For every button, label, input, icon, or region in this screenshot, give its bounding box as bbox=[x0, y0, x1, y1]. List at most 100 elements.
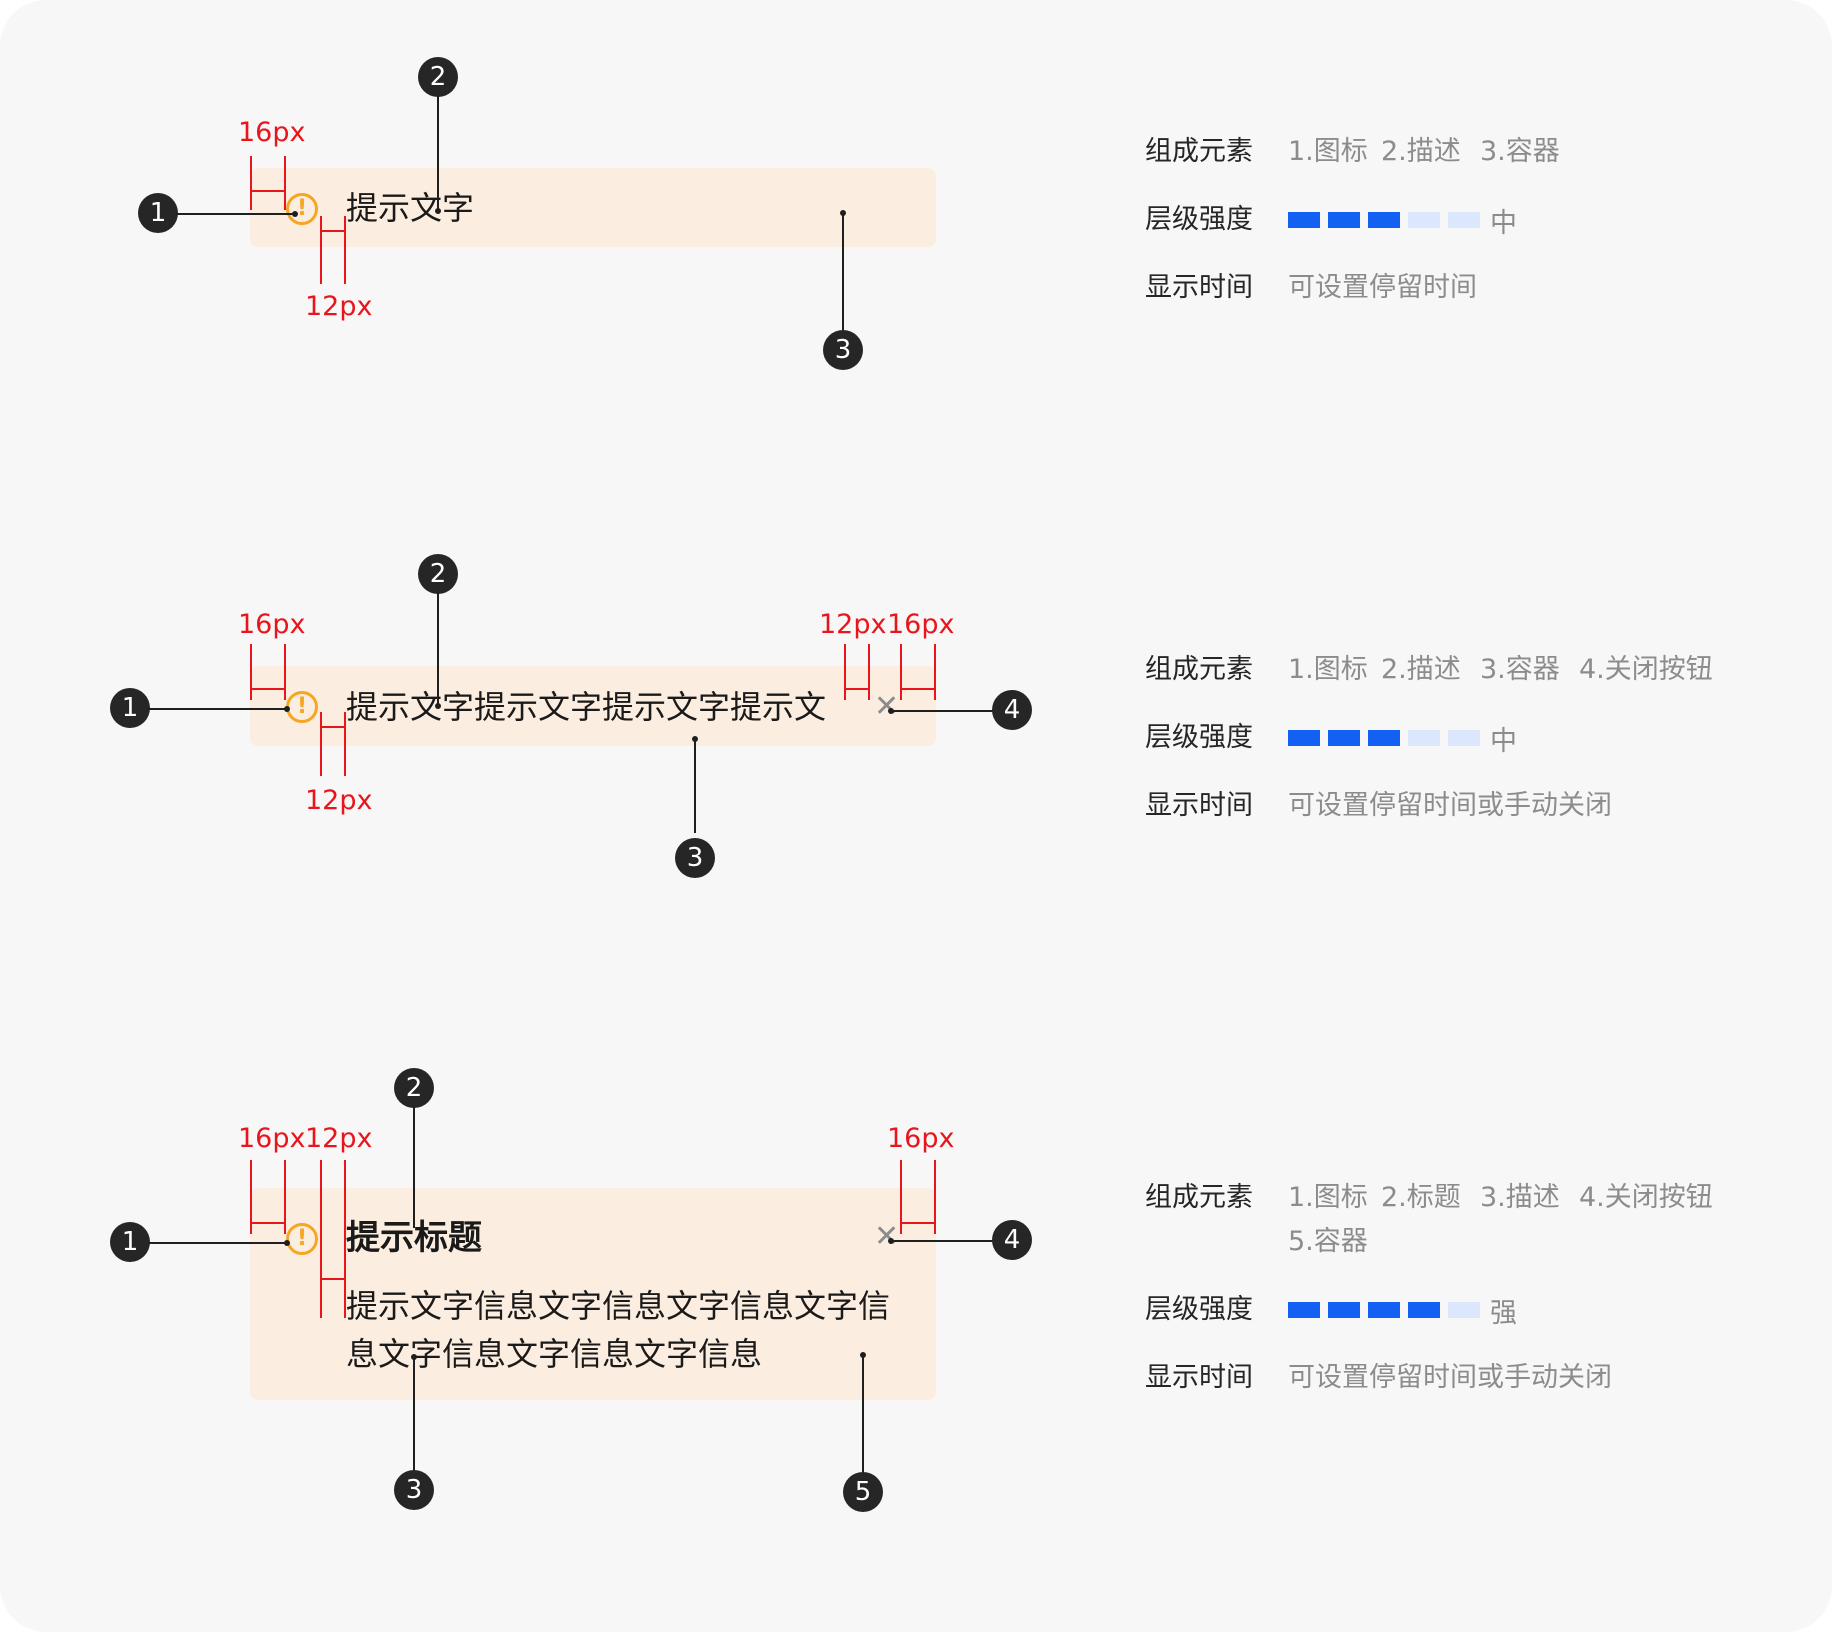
info-key-level: 层级强度 bbox=[1145, 204, 1253, 235]
level-bar bbox=[1408, 730, 1440, 746]
measure-tick bbox=[320, 216, 322, 284]
alert-container bbox=[250, 168, 936, 247]
close-icon[interactable]: ✕ bbox=[874, 1219, 900, 1254]
leader-line bbox=[892, 710, 994, 712]
level-bar bbox=[1408, 1302, 1440, 1318]
measure-bar bbox=[250, 1222, 286, 1224]
level-text: 中 bbox=[1490, 725, 1517, 757]
leader-line bbox=[694, 739, 696, 833]
leader-line bbox=[892, 1240, 994, 1242]
measure-bar bbox=[844, 688, 870, 690]
info-element-item: 4.关闭按钮 bbox=[1579, 1182, 1713, 1213]
info-element-item: 5.容器 bbox=[1288, 1226, 1368, 1257]
level-bar bbox=[1328, 1302, 1360, 1318]
level-bar bbox=[1288, 730, 1320, 746]
callout-2: 2 bbox=[394, 1068, 434, 1108]
callout-1: 1 bbox=[138, 193, 178, 233]
level-bar bbox=[1368, 1302, 1400, 1318]
leader-dot bbox=[435, 208, 441, 214]
info-element-item: 1.图标 bbox=[1288, 1182, 1368, 1213]
leader-line bbox=[148, 1242, 286, 1244]
close-icon[interactable]: ✕ bbox=[874, 689, 900, 724]
info-element-item: 2.标题 bbox=[1381, 1182, 1461, 1213]
info-key-time: 显示时间 bbox=[1145, 1362, 1253, 1393]
measure-tick bbox=[934, 644, 936, 700]
warning-icon: ! bbox=[286, 193, 318, 225]
measure-tick bbox=[320, 712, 322, 776]
callout-1: 1 bbox=[110, 1222, 150, 1262]
level-indicator: 中 bbox=[1288, 202, 1517, 239]
measure-label-12px: 12px bbox=[305, 1123, 373, 1154]
info-element-item: 2.描述 bbox=[1381, 654, 1461, 685]
info-element-item: 3.容器 bbox=[1480, 136, 1560, 167]
callout-4: 4 bbox=[992, 1220, 1032, 1260]
info-element-item: 2.描述 bbox=[1381, 136, 1461, 167]
level-text: 中 bbox=[1490, 207, 1517, 239]
info-element-item: 4.关闭按钮 bbox=[1579, 654, 1713, 685]
measure-label-12px: 12px bbox=[305, 785, 373, 816]
level-bar bbox=[1448, 212, 1480, 228]
level-indicator: 中 bbox=[1288, 720, 1517, 757]
leader-line bbox=[437, 95, 439, 211]
measure-bar bbox=[320, 1278, 346, 1280]
alert-text: 提示文字 bbox=[346, 189, 475, 227]
info-element-item: 3.容器 bbox=[1480, 654, 1560, 685]
level-text: 强 bbox=[1490, 1297, 1517, 1329]
info-key-time: 显示时间 bbox=[1145, 272, 1253, 303]
info-time-value: 可设置停留时间或手动关闭 bbox=[1288, 1362, 1612, 1393]
info-key-elements: 组成元素 bbox=[1145, 1182, 1253, 1213]
leader-dot bbox=[284, 706, 290, 712]
measure-tick bbox=[844, 644, 846, 700]
alert-text: 提示文字提示文字提示文字提示文 bbox=[346, 688, 827, 726]
leader-line bbox=[148, 708, 286, 710]
measure-label-16px: 16px bbox=[887, 609, 955, 640]
measure-bar bbox=[900, 1222, 936, 1224]
measure-tick bbox=[250, 156, 252, 210]
measure-bar bbox=[900, 688, 936, 690]
measure-label-12px: 12px bbox=[819, 609, 887, 640]
measure-tick bbox=[320, 1160, 322, 1318]
info-key-time: 显示时间 bbox=[1145, 790, 1253, 821]
measure-bar bbox=[320, 726, 346, 728]
warning-icon: ! bbox=[286, 691, 318, 723]
leader-dot bbox=[888, 1238, 894, 1244]
callout-5: 5 bbox=[843, 1472, 883, 1512]
level-bar bbox=[1328, 212, 1360, 228]
info-key-elements: 组成元素 bbox=[1145, 136, 1253, 167]
leader-line bbox=[862, 1355, 864, 1475]
level-bar bbox=[1368, 730, 1400, 746]
callout-2: 2 bbox=[418, 554, 458, 594]
measure-tick bbox=[900, 644, 902, 700]
measure-tick bbox=[344, 216, 346, 284]
measure-tick bbox=[934, 1160, 936, 1234]
alert-container bbox=[250, 666, 936, 746]
callout-4: 4 bbox=[992, 690, 1032, 730]
leader-line bbox=[413, 1106, 415, 1228]
measure-bar bbox=[250, 190, 286, 192]
level-bar bbox=[1368, 212, 1400, 228]
measure-tick bbox=[344, 712, 346, 776]
leader-dot bbox=[284, 1240, 290, 1246]
info-key-level: 层级强度 bbox=[1145, 1294, 1253, 1325]
measure-label-16px: 16px bbox=[238, 117, 306, 148]
measure-label-16px: 16px bbox=[887, 1123, 955, 1154]
measure-bar bbox=[250, 688, 286, 690]
info-key-level: 层级强度 bbox=[1145, 722, 1253, 753]
alert-container bbox=[250, 1188, 936, 1400]
callout-1: 1 bbox=[110, 688, 150, 728]
measure-label-16px: 16px bbox=[238, 609, 306, 640]
leader-dot bbox=[292, 211, 298, 217]
alert-description: 提示文字信息文字信息文字信息文字信息文字信息文字信息文字信息 bbox=[346, 1287, 891, 1373]
measure-tick bbox=[344, 1160, 346, 1318]
leader-line bbox=[437, 592, 439, 706]
level-bar bbox=[1288, 1302, 1320, 1318]
measure-bar bbox=[320, 230, 346, 232]
level-bar bbox=[1448, 1302, 1480, 1318]
level-indicator: 强 bbox=[1288, 1292, 1517, 1329]
measure-tick bbox=[900, 1160, 902, 1234]
callout-3: 3 bbox=[394, 1470, 434, 1510]
level-bar bbox=[1288, 212, 1320, 228]
leader-line bbox=[842, 213, 844, 331]
measure-tick bbox=[250, 644, 252, 700]
